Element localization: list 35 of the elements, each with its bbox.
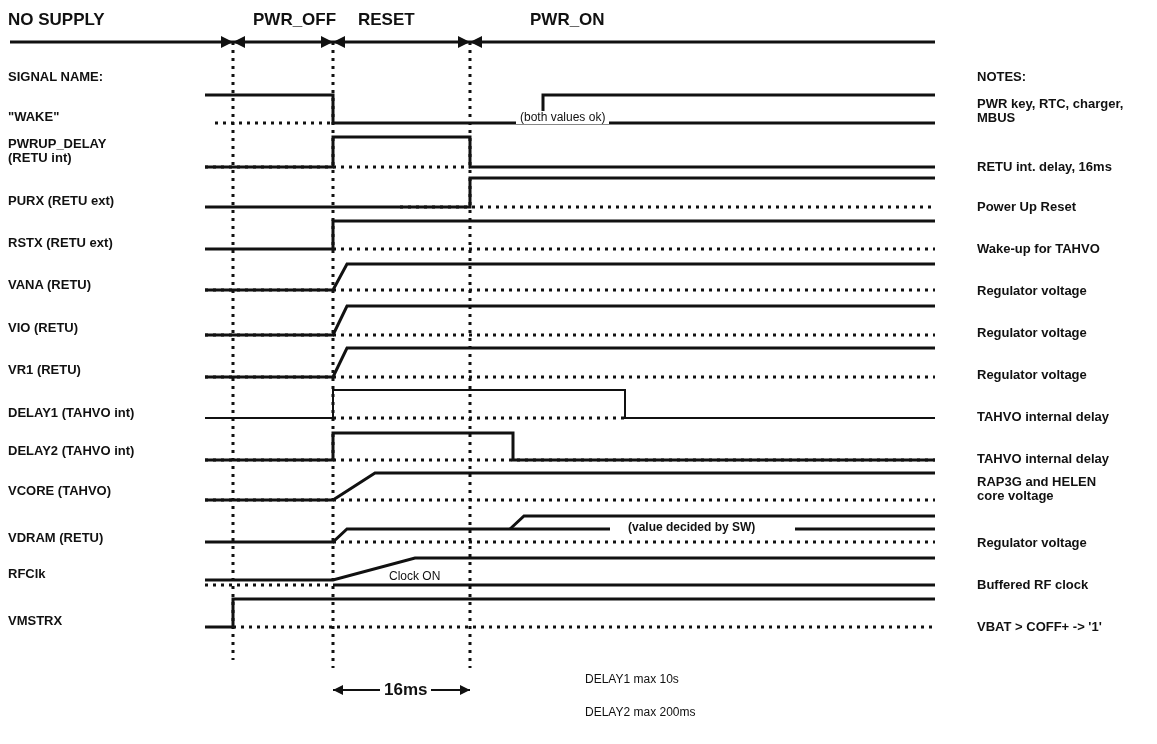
signal-name: RFClk [8,567,46,581]
signal-name: VIO (RETU) [8,321,79,335]
note-text: RAP3G and HELEN core voltage [977,475,1098,503]
note-text: Buffered RF clock [977,578,1089,592]
phase-label: RESET [358,10,415,29]
note-text: Regulator voltage [977,536,1087,550]
note-text: TAHVO internal delay [977,410,1109,424]
footnote: DELAY2 max 200ms [585,706,696,719]
column-heading: NOTES: [977,70,1027,84]
note-text: Power Up Reset [977,200,1076,214]
phase-label: NO SUPPLY [8,10,105,29]
signal-name: VDRAM (RETU) [8,531,104,545]
waveform-annotation: (both values ok) [516,111,610,124]
note-text: PWR key, RTC, charger, MBUS [977,97,1125,125]
signal-name: DELAY2 (TAHVO int) [8,444,135,458]
signal-name: PURX (RETU ext) [8,194,115,208]
signal-name: "WAKE" [8,110,60,124]
signal-name: DELAY1 (TAHVO int) [8,406,135,420]
column-heading: SIGNAL NAME: [8,70,104,84]
phase-label: PWR_ON [530,10,605,29]
signal-name: RSTX (RETU ext) [8,236,113,250]
note-text: RETU int. delay, 16ms [977,160,1112,174]
signal-name: VR1 (RETU) [8,363,81,377]
note-text: Wake-up for TAHVO [977,242,1100,256]
note-text: VBAT > COFF+ -> '1' [977,620,1102,634]
note-text: TAHVO internal delay [977,452,1109,466]
note-text: Regulator voltage [977,326,1087,340]
phase-label: PWR_OFF [253,10,337,29]
signal-name: VCORE (TAHVO) [8,484,112,498]
signal-name: VMSTRX [8,614,63,628]
signal-name: PWRUP_DELAY (RETU int) [8,137,108,165]
note-text: Regulator voltage [977,284,1087,298]
note-text: Regulator voltage [977,368,1087,382]
signal-name: VANA (RETU) [8,278,92,292]
footnote: DELAY1 max 10s [585,673,679,686]
